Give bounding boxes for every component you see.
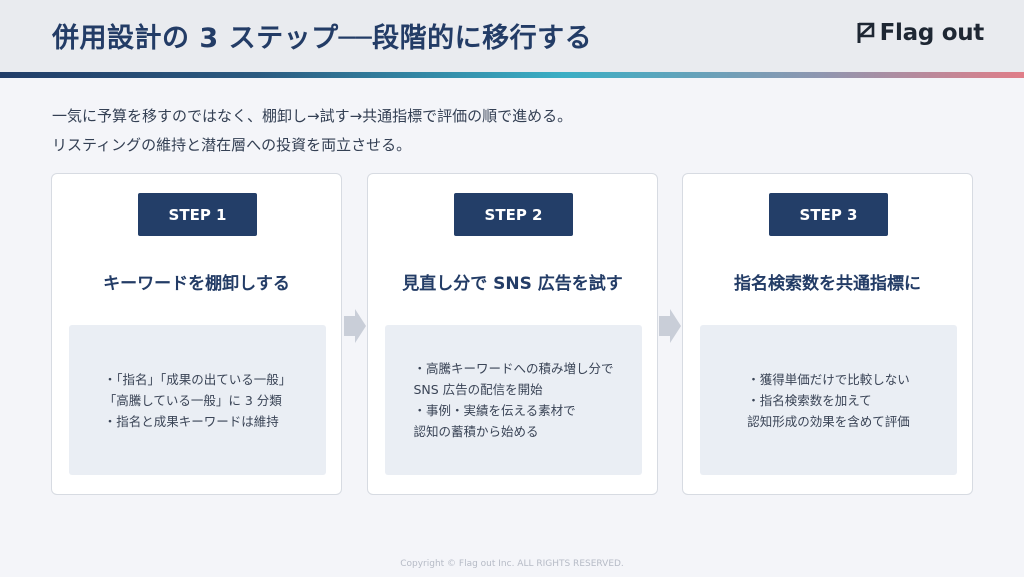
step-detail-panel: ・高騰キーワードへの積み増し分で SNS 広告の配信を開始 ・事例・実績を伝える…	[385, 325, 642, 475]
detail-line: ・高騰キーワードへの積み増し分で	[413, 361, 614, 376]
step-detail-panel: ・「指名」「成果の出ている一般」 「高騰している一般」に 3 分類 ・指名と成果…	[69, 325, 326, 475]
step-badge: STEP 2	[454, 193, 573, 236]
step-card-2: STEP 2 見直し分で SNS 広告を試す ・高騰キーワードへの積み増し分で …	[367, 173, 658, 495]
step-card-3: STEP 3 指名検索数を共通指標に ・獲得単価だけで比較しない ・指名検索数を…	[682, 173, 973, 495]
step-badge: STEP 1	[138, 193, 257, 236]
intro-text: 一気に予算を移すのではなく、棚卸し→試す→共通指標で評価の順で進める。 リスティ…	[52, 102, 572, 160]
intro-line: 一気に予算を移すのではなく、棚卸し→試す→共通指標で評価の順で進める。	[52, 107, 573, 125]
detail-line: ・獲得単価だけで比較しない	[747, 371, 910, 387]
step-card-1: STEP 1 キーワードを棚卸しする ・「指名」「成果の出ている一般」 「高騰し…	[51, 173, 342, 495]
detail-line: ・事例・実績を伝える素材で	[413, 403, 576, 418]
header-gradient-divider	[0, 72, 1024, 78]
step-detail-panel: ・獲得単価だけで比較しない ・指名検索数を加えて 認知形成の効果を含めて評価	[700, 325, 957, 475]
detail-line: 認知の蓄積から始める	[413, 424, 539, 439]
step-badge: STEP 3	[769, 193, 888, 236]
detail-line: SNS 広告の配信を開始	[413, 382, 543, 397]
brand-logo: Flag out	[856, 20, 984, 46]
chevron-right-icon	[344, 309, 366, 343]
logo-text: Flag out	[879, 20, 985, 46]
step-title: キーワードを棚卸しする	[103, 274, 290, 294]
detail-line: 「高騰している一般」に 3 分類	[103, 392, 282, 408]
step-title: 見直し分で SNS 広告を試す	[402, 274, 623, 294]
detail-line: ・指名と成果キーワードは維持	[103, 413, 279, 429]
page-title: 併用設計の 3 ステップ──段階的に移行する	[52, 23, 593, 54]
copyright-footer: Copyright © Flag out Inc. ALL RIGHTS RES…	[400, 559, 624, 569]
flag-icon	[857, 22, 874, 43]
detail-line: ・指名検索数を加えて	[747, 392, 872, 408]
detail-line: ・「指名」「成果の出ている一般」	[103, 371, 292, 387]
header-bar: 併用設計の 3 ステップ──段階的に移行する Flag out	[0, 0, 1024, 74]
chevron-right-icon	[659, 309, 681, 343]
intro-line: リスティングの維持と潜在層への投資を両立させる。	[52, 136, 412, 154]
detail-line: 認知形成の効果を含めて評価	[747, 413, 910, 429]
step-title: 指名検索数を共通指標に	[734, 274, 921, 294]
